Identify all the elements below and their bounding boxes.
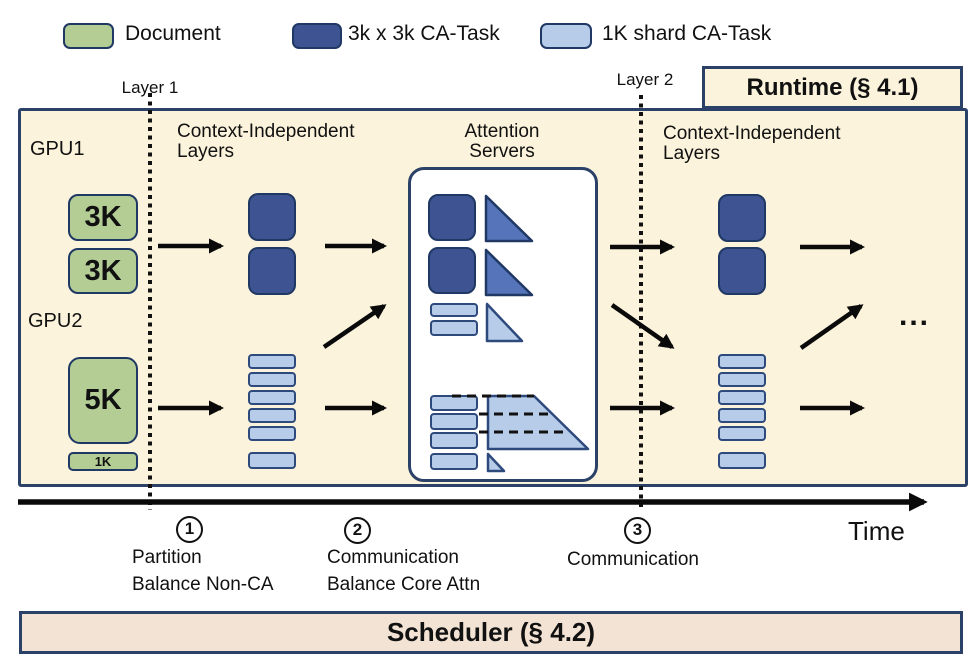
shard-task-bar — [248, 426, 296, 441]
shard-task-bar — [248, 452, 296, 469]
gpu2-label: GPU2 — [28, 310, 83, 332]
attention-servers-title: Attention Servers — [464, 121, 540, 162]
step-2-line-1: Communication — [327, 547, 459, 568]
shard-task-bar — [248, 390, 296, 405]
layer2-dotted-line — [639, 95, 643, 510]
continuation-ellipsis: ... — [899, 299, 931, 332]
scheduler-title: Scheduler (§ 4.2) — [386, 617, 596, 647]
step-3-line-1: Communication — [567, 549, 699, 570]
ca-task-square — [718, 247, 766, 295]
ca-task-square — [248, 193, 296, 241]
shard-task-bar — [430, 413, 478, 430]
gpu1-label: GPU1 — [30, 138, 85, 160]
legend-swatch-document — [63, 23, 114, 49]
ca-task-square — [718, 194, 766, 242]
ca-task-square — [248, 247, 296, 295]
shard-task-bar — [430, 320, 478, 336]
legend-swatch-1k-shard — [540, 23, 592, 49]
shard-task-bar — [430, 453, 478, 470]
legend-label-3k-ca-task: 3k x 3k CA-Task — [348, 22, 500, 45]
shard-task-bar — [718, 408, 766, 423]
step-1-circle: 1 — [176, 516, 203, 543]
time-axis-label: Time — [848, 516, 905, 546]
layer2-label: Layer 2 — [616, 70, 674, 89]
shard-task-bar — [430, 303, 478, 317]
step-2-line-2: Balance Core Attn — [327, 574, 481, 595]
document-1k: 1K — [68, 452, 138, 471]
shard-task-bar — [718, 452, 766, 469]
legend-label-document: Document — [125, 22, 221, 45]
shard-task-bar — [718, 354, 766, 369]
shard-task-bar — [430, 395, 478, 411]
left-stage-title: Context-Independent Layers — [177, 121, 355, 162]
step-1-line-2: Balance Non-CA — [132, 574, 274, 595]
legend-label-1k-shard: 1K shard CA-Task — [602, 22, 772, 45]
shard-task-bar — [718, 390, 766, 405]
step-1-line-1: Partition — [132, 547, 202, 568]
document-3k-b: 3K — [68, 248, 138, 294]
shard-task-bar — [248, 408, 296, 423]
document-5k: 5K — [68, 357, 138, 444]
step-3-circle: 3 — [624, 517, 651, 544]
ca-task-square — [428, 194, 476, 241]
shard-task-bar — [718, 426, 766, 441]
scheduler-title-box: Scheduler (§ 4.2) — [19, 611, 963, 654]
layer1-label: Layer 1 — [121, 78, 179, 97]
shard-task-bar — [248, 372, 296, 387]
ca-task-square — [428, 247, 476, 294]
shard-task-bar — [248, 354, 296, 369]
shard-task-bar — [430, 432, 478, 449]
legend-swatch-3k-ca-task — [292, 23, 342, 49]
runtime-title: Runtime (§ 4.1) — [746, 74, 919, 101]
right-stage-title: Context-Independent Layers — [663, 123, 841, 164]
step-2-circle: 2 — [344, 517, 371, 544]
document-3k-a: 3K — [68, 194, 138, 241]
shard-task-bar — [718, 372, 766, 387]
runtime-title-box: Runtime (§ 4.1) — [702, 66, 963, 109]
layer1-dotted-line — [148, 93, 152, 510]
